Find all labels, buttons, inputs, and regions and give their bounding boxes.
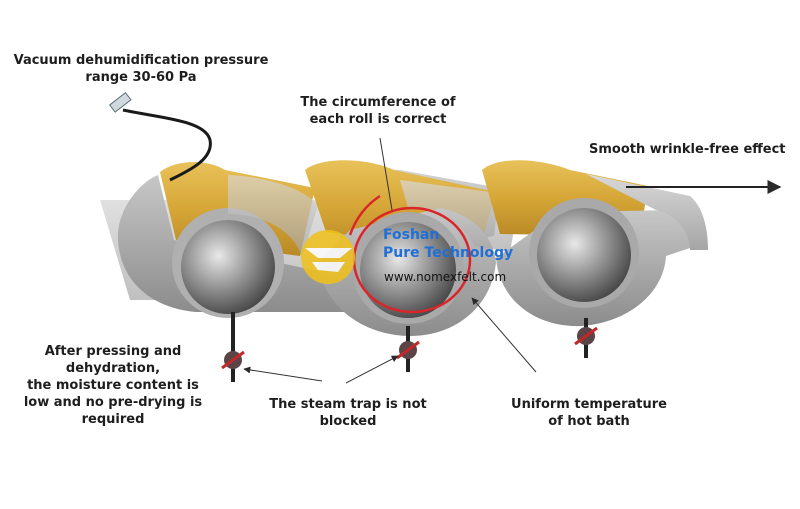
watermark-url: www.nomexfelt.com [384,270,507,284]
steam-trap-valve-1 [221,312,245,382]
watermark-company-name: Foshan Pure Technology [383,227,514,261]
pressing-dehydration-label: After pressing and dehydration, the mois… [23,344,203,427]
vacuum-pressure-label: Vacuum dehumidification pressure range 3… [13,53,269,85]
roll-unit-2 [305,160,520,336]
roll-unit-3 [482,160,708,327]
circumference-label: The circumference of each roll is correc… [300,95,456,127]
steam-trap-valve-2 [396,326,420,372]
steam-trap-label: The steam trap is not blocked [269,397,427,429]
vacuum-gauge [108,91,212,182]
uniform-temperature-label: Uniform temperature of hot bath [511,397,667,429]
steam-trap-valve-3 [574,318,598,358]
roll-unit-1 [100,162,360,318]
company-logo [301,230,355,284]
smooth-effect-label: Smooth wrinkle-free effect [589,142,786,157]
pointer-lines [243,137,782,384]
